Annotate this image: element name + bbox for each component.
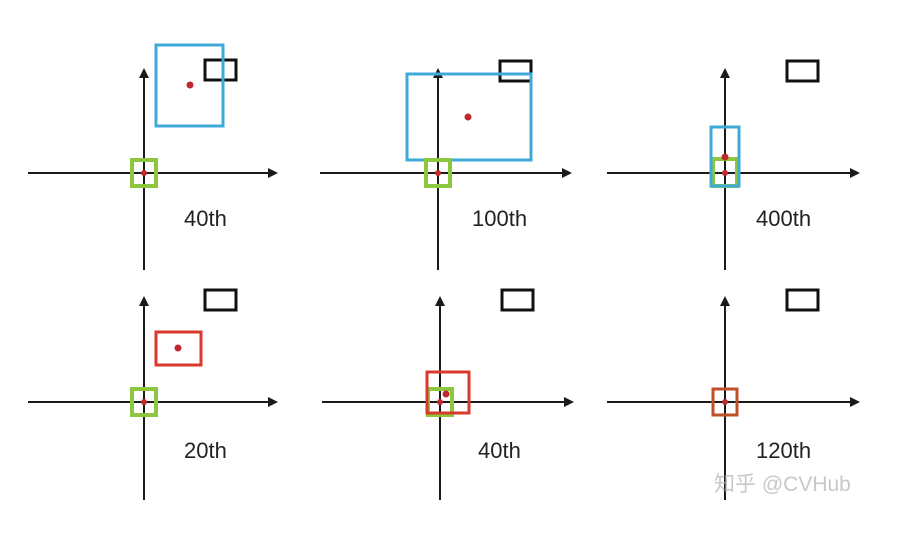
panel-4: 20th [28,288,278,500]
target-box [203,58,238,82]
anchor-box [130,387,158,417]
predicted-box [405,72,533,162]
iteration-label: 20th [184,438,227,463]
predicted-center-dot [721,153,729,161]
panel-1: 40th [28,43,278,270]
origin-dot [141,399,147,405]
anchor-box [130,158,158,188]
panel-6: 120th [607,288,860,500]
iteration-label: 100th [472,206,527,231]
predicted-box [154,43,225,128]
iteration-label: 400th [756,206,811,231]
watermark: 知乎 @CVHub [714,473,851,496]
target-box [785,288,820,312]
iteration-label: 120th [756,438,811,463]
panel-2: 100th [320,59,572,270]
origin-dot [722,399,728,405]
origin-dot [722,170,728,176]
predicted-center-dot [464,113,472,121]
target-box [500,288,535,312]
iteration-label: 40th [478,438,521,463]
panel-5: 40th [322,288,574,500]
origin-dot [437,399,443,405]
origin-dot [141,170,147,176]
predicted-box [154,330,203,367]
predicted-box [425,370,471,415]
predicted-center-dot [186,81,194,89]
anchor-box [424,158,452,188]
predicted-center-dot [442,390,450,398]
predicted-box [709,125,741,188]
predicted-center-dot [174,344,182,352]
target-box [203,288,238,312]
iteration-label: 40th [184,206,227,231]
panel-3: 400th [607,59,860,270]
target-box [785,59,820,83]
predicted-box [711,387,739,417]
target-box [498,59,533,83]
origin-dot [435,170,441,176]
